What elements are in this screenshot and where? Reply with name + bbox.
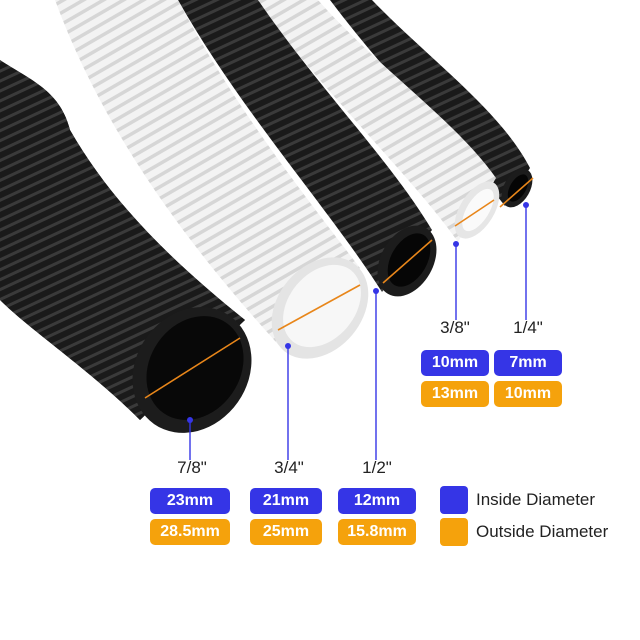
tube-seven-eighths-inch bbox=[0, 40, 252, 433]
inside-diameter-1-2: 12mm bbox=[338, 488, 416, 514]
legend-inside-label: Inside Diameter bbox=[476, 490, 596, 509]
inside-diameter-7-8: 23mm bbox=[150, 488, 230, 514]
outside-diameter-7-8: 28.5mm bbox=[150, 519, 230, 545]
diameter-line-3-4 bbox=[277, 284, 361, 331]
diameter-line-1-4 bbox=[499, 177, 534, 208]
inside-diameter-3-4: 21mm bbox=[250, 488, 322, 514]
size-label-7-8: 7/8" bbox=[177, 458, 207, 477]
diameter-line-7-8 bbox=[144, 337, 241, 399]
size-label-3-8: 3/8" bbox=[440, 318, 470, 337]
outside-diameter-3-8: 13mm bbox=[421, 381, 489, 407]
diameter-line-1-2 bbox=[382, 239, 433, 284]
pointer-dot-3-8 bbox=[453, 241, 459, 247]
outside-diameter-1-2: 15.8mm bbox=[338, 519, 416, 545]
inside-diameter-3-8: 10mm bbox=[421, 350, 489, 376]
diameter-line-3-8 bbox=[454, 199, 495, 227]
pointer-dot-7-8 bbox=[187, 417, 193, 423]
pointer-dot-1-2 bbox=[373, 288, 379, 294]
legend-outside-swatch bbox=[440, 518, 468, 546]
inside-diameter-1-4: 7mm bbox=[494, 350, 562, 376]
legend-inside-swatch bbox=[440, 486, 468, 514]
pointer-dot-3-4 bbox=[285, 343, 291, 349]
outside-diameter-3-4: 25mm bbox=[250, 519, 322, 545]
outside-diameter-1-4: 10mm bbox=[494, 381, 562, 407]
size-label-1-4: 1/4" bbox=[513, 318, 543, 337]
size-label-3-4: 3/4" bbox=[274, 458, 304, 477]
legend-outside-label: Outside Diameter bbox=[476, 522, 609, 541]
measurement-markers bbox=[144, 177, 534, 460]
pointer-dot-1-4 bbox=[523, 202, 529, 208]
size-label-1-2: 1/2" bbox=[362, 458, 392, 477]
